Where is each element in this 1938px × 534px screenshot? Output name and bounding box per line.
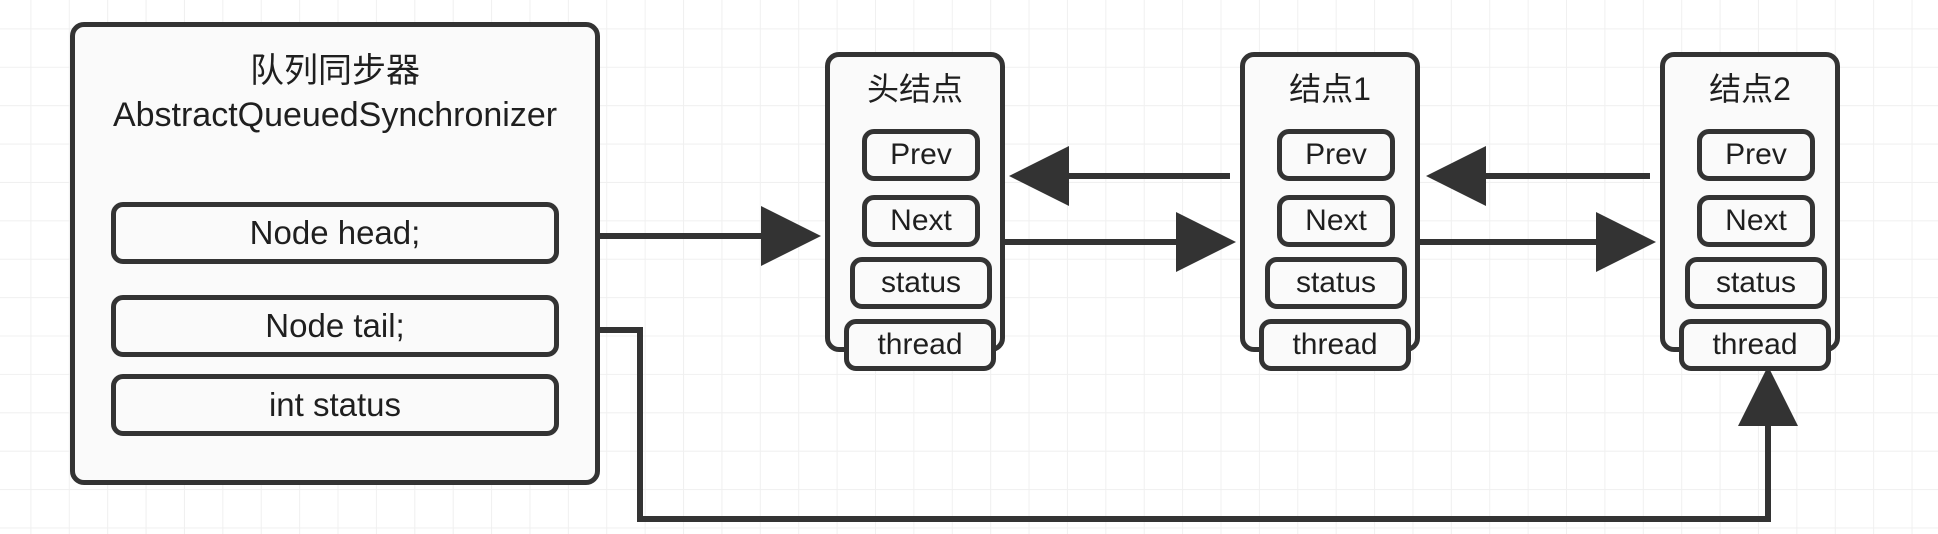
node-1-slot-status: status <box>1265 257 1407 309</box>
node-2: 结点2 Prev Next status thread <box>1660 52 1840 371</box>
node-head-slot-thread-label: thread <box>877 328 963 361</box>
node-head-title: 头结点 <box>866 71 963 107</box>
node-head: 头结点 Prev Next status thread <box>825 52 1005 371</box>
node-2-slot-status: status <box>1685 257 1827 309</box>
node-2-slot-thread: thread <box>1679 319 1831 371</box>
aqs-field-int-status: int status <box>111 374 559 436</box>
node-2-slot-prev: Prev <box>1697 129 1815 181</box>
aqs-field-node-head-label: Node head; <box>249 214 421 251</box>
node-1-slot-prev-label: Prev <box>1305 138 1367 171</box>
node-head-slot-thread: thread <box>844 319 996 371</box>
node-1-slot-thread: thread <box>1259 319 1411 371</box>
aqs-field-node-tail: Node tail; <box>111 295 559 357</box>
node-1-title: 结点1 <box>1289 71 1371 107</box>
node-1-slot-next: Next <box>1277 195 1395 247</box>
node-head-slot-next: Next <box>862 195 980 247</box>
node-2-slot-next-label: Next <box>1725 204 1787 237</box>
aqs-field-node-head: Node head; <box>111 202 559 264</box>
node-1-slot-next-label: Next <box>1305 204 1367 237</box>
aqs-field-int-status-label: int status <box>268 386 402 423</box>
node-1-slot-prev: Prev <box>1277 129 1395 181</box>
node-2-slot-status-label: status <box>1715 266 1797 299</box>
node-2-slot-next: Next <box>1697 195 1815 247</box>
node-head-slot-prev: Prev <box>862 129 980 181</box>
node-2-slot-thread-label: thread <box>1712 328 1798 361</box>
connector-tail-to-node2 <box>557 327 1798 522</box>
node-head-slot-status-label: status <box>880 266 962 299</box>
aqs-field-node-tail-label: Node tail; <box>265 307 405 344</box>
node-head-slot-prev-label: Prev <box>890 138 952 171</box>
node-1: 结点1 Prev Next status thread <box>1240 52 1420 371</box>
node-2-title: 结点2 <box>1709 71 1791 107</box>
node-1-slot-status-label: status <box>1295 266 1377 299</box>
node-1-slot-thread-label: thread <box>1292 328 1378 361</box>
node-head-slot-status: status <box>850 257 992 309</box>
node-head-slot-next-label: Next <box>890 204 952 237</box>
node-2-slot-prev-label: Prev <box>1725 138 1787 171</box>
aqs-title: 队列同步器 AbstractQueuedSynchronizer <box>112 52 558 134</box>
aqs-container: 队列同步器 AbstractQueuedSynchronizer Node he… <box>70 22 600 485</box>
